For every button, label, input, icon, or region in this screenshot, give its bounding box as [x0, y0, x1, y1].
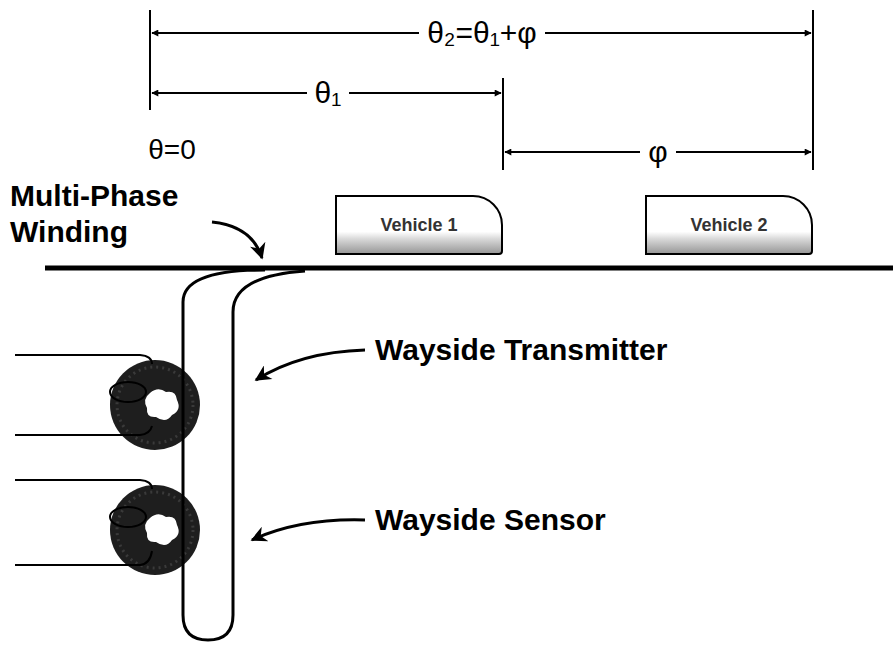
toroid-leads — [15, 355, 152, 565]
sensor-toroid — [110, 485, 200, 575]
dimension-label: φ — [640, 134, 675, 170]
dimension-label: θ=0 — [140, 133, 204, 167]
callout-label: Multi-Phase Winding — [10, 178, 250, 250]
loop-conductor — [183, 270, 305, 640]
vehicle-label: Vehicle 2 — [690, 215, 767, 236]
pointer-arrows — [212, 222, 365, 540]
vehicle-label: Vehicle 1 — [380, 215, 457, 236]
track-winding — [45, 266, 893, 271]
vehicle-box: Vehicle 2 — [645, 195, 813, 255]
dimension-label: θ₂=θ₁+φ — [419, 15, 545, 51]
transmitter-toroid — [110, 360, 200, 450]
dimension-label: θ₁ — [307, 75, 350, 111]
vehicle-box: Vehicle 1 — [335, 195, 503, 255]
callout-label: Wayside Sensor — [375, 502, 606, 538]
dimension-ticks — [150, 10, 813, 170]
callout-label: Wayside Transmitter — [375, 332, 667, 368]
